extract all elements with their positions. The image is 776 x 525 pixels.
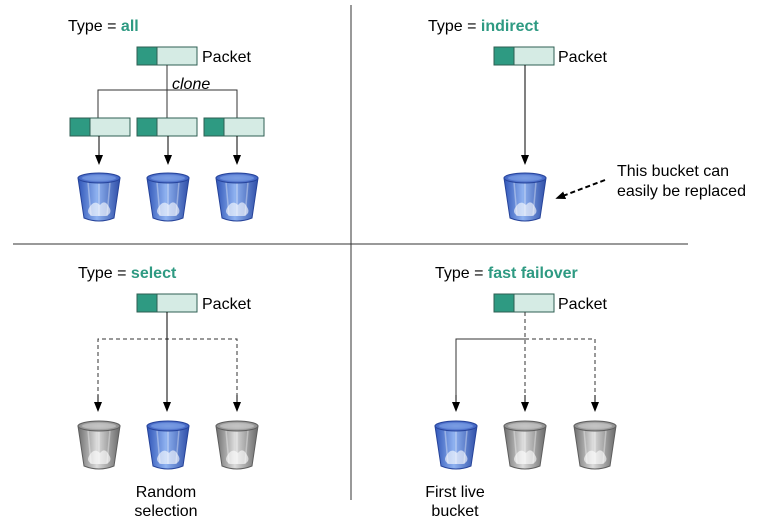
packet-label: Packet bbox=[202, 296, 251, 313]
type-heading-fast-failover: Type = fast failover bbox=[435, 265, 578, 282]
packet-icon bbox=[493, 293, 555, 313]
type-heading-select: Type = select bbox=[78, 265, 177, 282]
caption-line1: First live bbox=[425, 484, 485, 501]
packet-icon bbox=[136, 46, 198, 66]
quadrant-indirect: Type = indirect Packet This bucket can e… bbox=[428, 18, 746, 222]
type-heading-all: Type = all bbox=[68, 18, 139, 35]
bucket-active-icon bbox=[434, 420, 478, 470]
packet-copy-icon bbox=[136, 117, 198, 137]
packet-label: Packet bbox=[202, 49, 251, 66]
bucket-inactive-icon bbox=[573, 420, 617, 470]
packet-copy-icon bbox=[69, 117, 131, 137]
solid-connector bbox=[455, 338, 525, 407]
clone-connector bbox=[97, 65, 238, 118]
packet-label: Packet bbox=[558, 296, 607, 313]
bucket-inactive-icon bbox=[503, 420, 547, 470]
bucket-active-icon bbox=[503, 172, 547, 222]
dashed-connector bbox=[524, 312, 596, 405]
caption-line1: Random bbox=[136, 484, 196, 501]
packet-copy-icon bbox=[203, 117, 265, 137]
caption-line2: bucket bbox=[431, 503, 479, 520]
bucket-active-icon bbox=[146, 172, 190, 222]
quadrant-select: Type = select Packet Random selection bbox=[77, 265, 259, 520]
bucket-active-icon bbox=[146, 420, 190, 470]
replace-note-line2: easily be replaced bbox=[617, 183, 746, 200]
bucket-inactive-icon bbox=[215, 420, 259, 470]
bucket-active-icon bbox=[215, 172, 259, 222]
clone-label: clone bbox=[172, 76, 210, 93]
bucket-active-icon bbox=[77, 172, 121, 222]
caption-line2: selection bbox=[134, 503, 197, 520]
replace-arrow bbox=[555, 179, 606, 199]
packet-label: Packet bbox=[558, 49, 607, 66]
bucket-inactive-icon bbox=[77, 420, 121, 470]
quadrant-fast-failover: Type = fast failover Packet First live b… bbox=[425, 265, 617, 520]
packet-icon bbox=[136, 293, 198, 313]
quadrant-all: Type = all Packet clone bbox=[68, 18, 265, 222]
replace-note-line1: This bucket can bbox=[617, 163, 729, 180]
type-heading-indirect: Type = indirect bbox=[428, 18, 539, 35]
packet-icon bbox=[493, 46, 555, 66]
